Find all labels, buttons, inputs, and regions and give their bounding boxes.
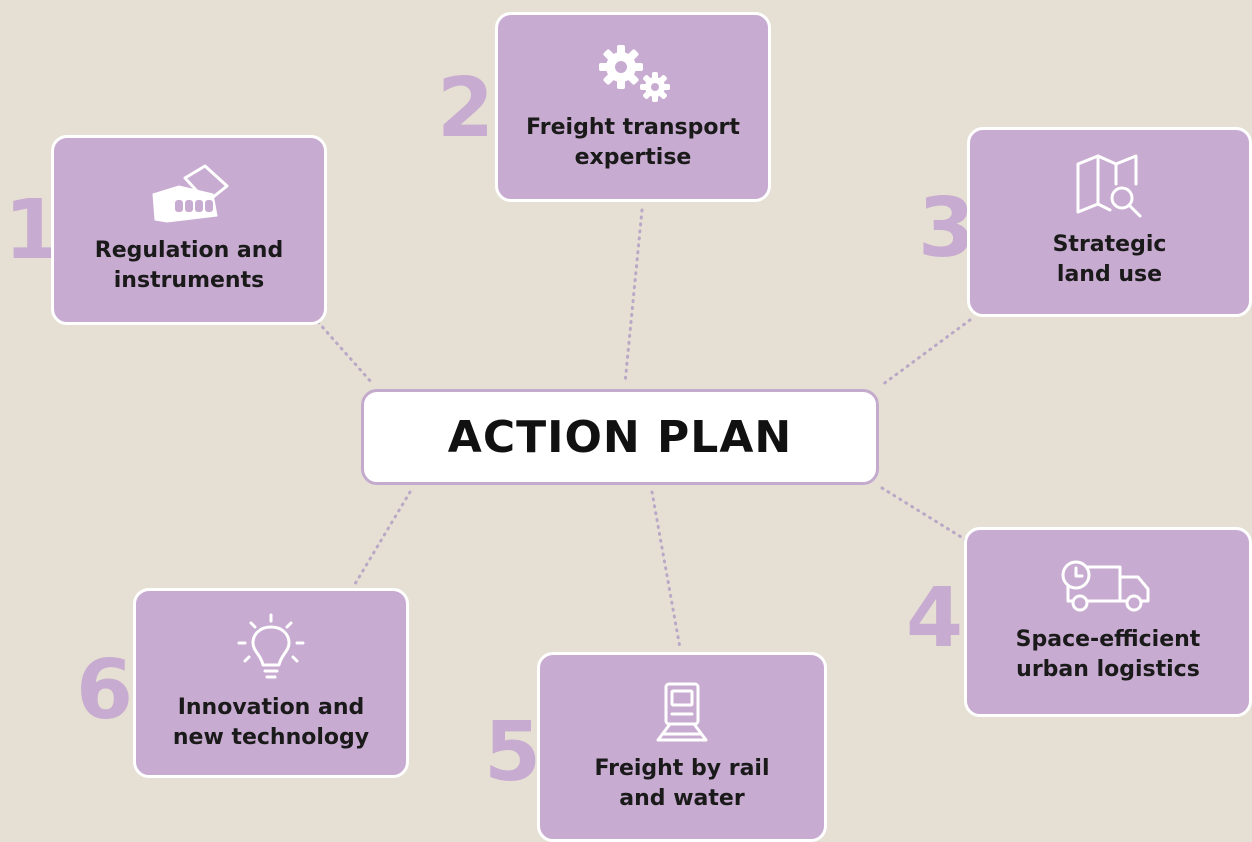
item-card-land-use: Strategic land use: [967, 127, 1252, 317]
item-label: Innovation and new technology: [172, 695, 370, 750]
item-card-freight-expertise: Freight transport expertise: [495, 12, 771, 202]
train-icon: [654, 680, 710, 744]
gears-icon: [587, 41, 679, 103]
item-label: Regulation and instruments: [94, 238, 284, 293]
item-card-innovation: Innovation and new technology: [133, 588, 409, 778]
connector-3: [880, 318, 972, 387]
map-search-icon: [1074, 154, 1146, 220]
connector-1: [316, 320, 374, 385]
action-plan-title: ACTION PLAN: [447, 411, 793, 463]
item-label: Space-efficient urban logistics: [1015, 627, 1201, 682]
hand-certificate-icon: [147, 164, 231, 226]
item-card-rail-water: Freight by rail and water: [537, 652, 827, 842]
item-number-4: 4: [906, 571, 964, 666]
connector-2: [623, 208, 644, 385]
delivery-truck-clock-icon: [1058, 559, 1158, 615]
item-card-regulation: Regulation and instruments: [51, 135, 327, 325]
connector-6: [353, 490, 412, 586]
item-label: Freight transport expertise: [526, 115, 740, 170]
action-plan-center: ACTION PLAN: [361, 389, 879, 485]
item-number-5: 5: [484, 705, 542, 800]
item-number-2: 2: [437, 61, 495, 156]
connector-4: [880, 486, 968, 542]
connector-5: [650, 490, 682, 650]
lightbulb-icon: [231, 613, 311, 683]
item-number-6: 6: [76, 643, 134, 738]
item-number-3: 3: [918, 181, 976, 276]
item-label: Freight by rail and water: [594, 756, 770, 811]
item-label: Strategic land use: [1052, 232, 1167, 287]
item-card-urban-logistics: Space-efficient urban logistics: [964, 527, 1252, 717]
